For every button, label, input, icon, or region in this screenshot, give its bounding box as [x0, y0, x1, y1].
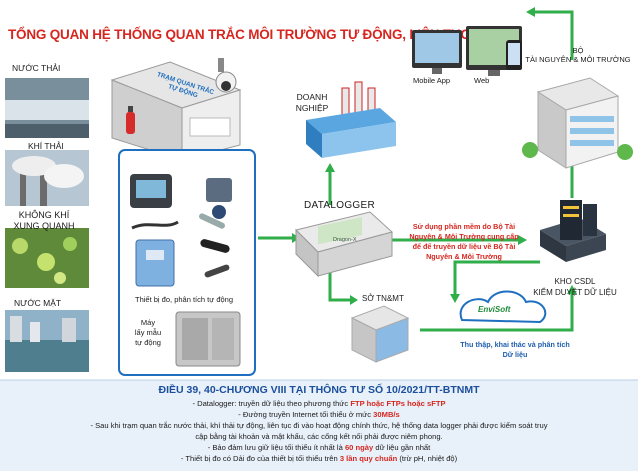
label-datalogger: DATALOGGER — [304, 200, 375, 211]
label-ministry-line2: TÀI NGUYÊN & MÔI TRƯỜNG — [525, 55, 631, 64]
label-collect-analyze: Thu thập, khai thác và phân tích Dữ liệu — [440, 340, 590, 360]
datalogger-screen-text: Dragon-X — [333, 237, 357, 243]
label-web: Web — [474, 76, 490, 85]
label-mobile-app: Mobile App — [413, 76, 451, 85]
label-emissions: KHÍ THẢI — [28, 141, 64, 151]
regulation-bullet-5: - Thiết bị đo có Dải đo của thiết bị tối… — [0, 454, 638, 463]
label-ministry: BỘ TÀI NGUYÊN & MÔI TRƯỜNG — [518, 46, 638, 64]
label-collect-analyze-line1: Thu thập, khai thác và phân tích — [460, 340, 570, 349]
label-collect-analyze-line2: Dữ liệu — [502, 350, 528, 359]
datalogger-device — [295, 211, 394, 278]
arrow-ministry-to-apps — [532, 10, 574, 60]
station-building — [110, 58, 242, 161]
label-ministry-line1: BỘ — [572, 46, 584, 55]
factory-illustration — [306, 81, 396, 158]
software-note-line4: Nguyên & Môi Trường — [426, 252, 502, 261]
bullet-2-text: - Đường truyền Internet tối thiểu ở mức — [238, 410, 374, 419]
software-note-line1: Sử dụng phần mềm do Bộ Tài — [412, 222, 516, 231]
envisoft-cloud — [459, 290, 547, 324]
arrow-database-to-department — [453, 260, 540, 296]
regulation-bullet-2: - Đường truyền Internet tối thiểu ở mức … — [0, 410, 638, 419]
label-enterprise-line1: DOANH — [296, 92, 328, 102]
ministry-building — [522, 77, 633, 169]
bullet-4-text: - Bảo đảm lưu giữ liệu tối thiểu ít nhất… — [207, 443, 345, 452]
envisoft-logo-text: EnviSoft — [478, 305, 511, 314]
regulation-bullet-1: - Datalogger: truyền dữ liệu theo phương… — [0, 399, 638, 408]
server-illustration — [540, 200, 606, 262]
bullet-4-highlight: 60 ngày — [344, 443, 374, 452]
label-ambient-air-line2: XUNG QUANH — [13, 221, 75, 231]
label-surface-water: NƯỚC MẶT — [14, 298, 62, 308]
regulation-bullet-4: - Bảo đảm lưu giữ liệu tối thiểu ít nhất… — [0, 443, 638, 452]
label-database-line1: KHO CSDL — [554, 277, 596, 286]
label-auto-sampler-line2: lấy mẫu — [134, 328, 162, 337]
label-enterprise: DOANH NGHIỆP — [284, 92, 340, 114]
bullet-5-highlight: 3 lần quy chuẩn — [339, 454, 398, 463]
apps-illustration — [412, 26, 522, 76]
bullet-5-text: - Thiết bị đo có Dải đo của thiết bị tối… — [180, 454, 340, 463]
label-wastewater: NƯỚC THẢI — [12, 63, 61, 73]
software-note: Sử dụng phần mềm do Bộ Tài Nguyên & Môi … — [398, 222, 530, 262]
regulation-bullet-3b: cập bằng tài khoản và mật khẩu, các cổng… — [195, 432, 443, 441]
regulation-heading: ĐIỀU 39, 40-CHƯƠNG VIII TẠI THÔNG TƯ SỐ … — [158, 384, 480, 396]
station-instruments — [130, 174, 241, 367]
label-measuring-devices: Thiết bị đo, phân tích tự động — [135, 295, 234, 304]
label-auto-sampler: Máy lấy mẫu tự động — [128, 318, 168, 348]
bullet-4-text-end: dữ liệu gần nhất — [373, 443, 431, 452]
regulation-bullet-3a: - Sau khi trạm quan trắc nước thải, khí … — [90, 421, 548, 430]
source-photos — [5, 78, 89, 372]
bullet-1-highlight: FTP hoặc FTPs hoặc sFTP — [350, 399, 446, 408]
label-department: SỞ TN&MT — [362, 294, 404, 303]
label-ambient-air: KHÔNG KHÍ XUNG QUANH — [0, 210, 88, 232]
page-title: TỔNG QUAN HỆ THỐNG QUAN TRẮC MÔI TRƯỜNG … — [8, 27, 470, 42]
label-database-line2: KIỂM DUYỆT DỮ LIỆU — [533, 288, 617, 297]
label-auto-sampler-line3: tự động — [135, 338, 161, 347]
bullet-1-text: - Datalogger: truyền dữ liệu theo phương… — [192, 399, 351, 408]
bullet-2-highlight: 30MB/s — [373, 410, 400, 419]
arrow-department-to-database — [420, 292, 574, 332]
department-building — [350, 305, 410, 363]
label-ambient-air-line1: KHÔNG KHÍ — [18, 210, 70, 220]
bullet-5-text-end: (trừ pH, nhiệt độ) — [397, 454, 458, 463]
software-note-line3: để để truyền dữ liệu về Bộ Tài — [412, 242, 516, 251]
software-note-line2: Nguyên & Môi Trường cung cấp — [409, 232, 519, 241]
label-enterprise-line2: NGHIỆP — [295, 103, 329, 113]
label-database: KHO CSDL KIỂM DUYỆT DỮ LIỆU — [520, 276, 630, 298]
regulation-panel — [0, 380, 638, 471]
label-auto-sampler-line1: Máy — [140, 318, 156, 327]
arrow-logger-to-department — [328, 272, 352, 302]
